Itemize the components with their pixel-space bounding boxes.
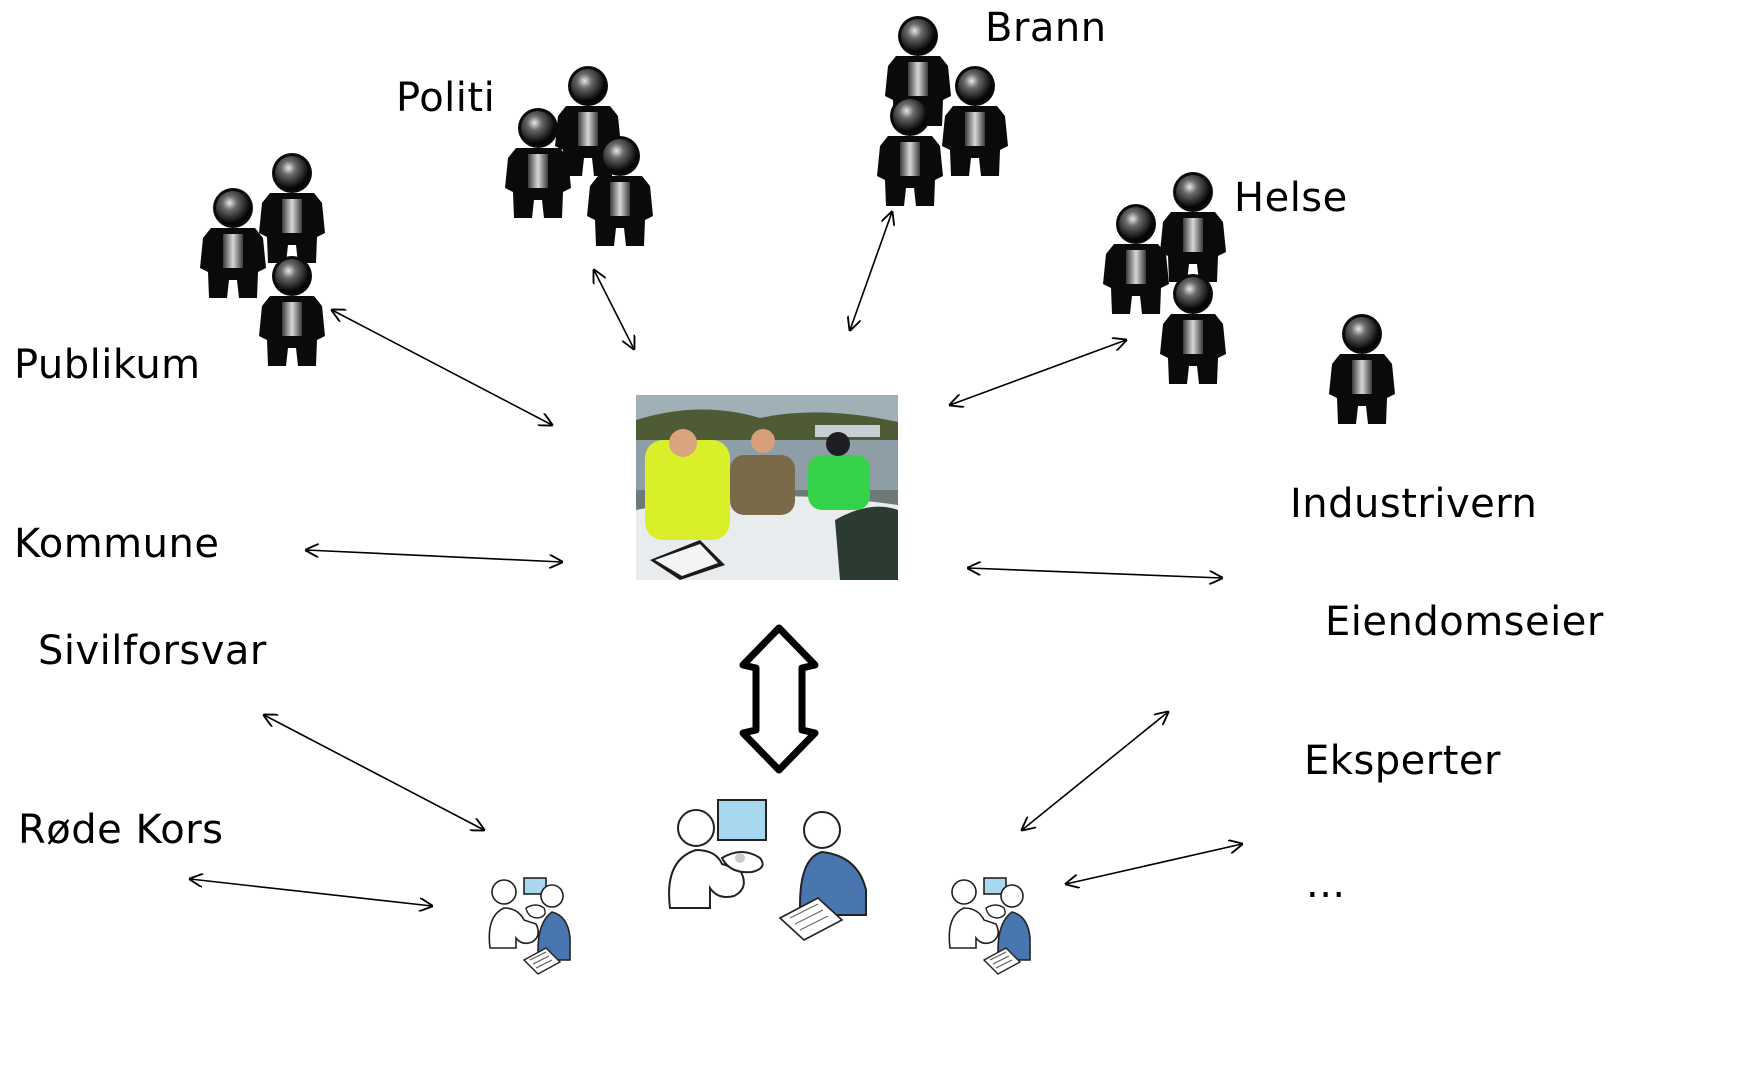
operations-team-icon bbox=[668, 799, 867, 941]
helse-group-icon bbox=[1103, 172, 1226, 384]
kommune-connector bbox=[306, 550, 562, 562]
double-arrow-icon bbox=[739, 624, 819, 774]
operations-team-small-icon bbox=[488, 877, 571, 975]
label-rode-kors: Røde Kors bbox=[18, 807, 224, 853]
helse-connector bbox=[950, 340, 1126, 405]
label-publikum: Publikum bbox=[14, 342, 201, 388]
label-brann: Brann bbox=[985, 5, 1107, 51]
label-more: ... bbox=[1306, 861, 1346, 907]
sivilforsvar-connector bbox=[264, 715, 484, 830]
person-silhouette-icon bbox=[942, 66, 1008, 176]
eiendomseier-connector bbox=[968, 568, 1222, 578]
label-eiendomseier: Eiendomseier bbox=[1325, 599, 1604, 645]
rode-kors-connector bbox=[190, 879, 432, 906]
industrivern-connector bbox=[1022, 712, 1168, 830]
label-industrivern: Industrivern bbox=[1290, 481, 1538, 527]
person-silhouette-icon bbox=[1160, 274, 1226, 384]
label-eksperter: Eksperter bbox=[1304, 738, 1501, 784]
field-command-photo bbox=[636, 395, 898, 580]
publikum-group-icon bbox=[200, 153, 325, 366]
industrivern-person-icon bbox=[1329, 314, 1395, 424]
person-silhouette-icon bbox=[259, 153, 325, 263]
politi-group-icon bbox=[505, 66, 653, 246]
eksperter-connector bbox=[1066, 844, 1242, 884]
politi-connector bbox=[594, 270, 634, 349]
person-silhouette-icon bbox=[259, 256, 325, 366]
person-silhouette-icon bbox=[200, 188, 266, 298]
person-silhouette-icon bbox=[1160, 172, 1226, 282]
label-politi: Politi bbox=[396, 75, 496, 121]
operations-team-small-icon bbox=[948, 877, 1031, 975]
connector-lines bbox=[190, 212, 1242, 906]
label-helse: Helse bbox=[1234, 175, 1348, 221]
brann-connector bbox=[850, 212, 892, 330]
publikum-connector bbox=[332, 310, 552, 425]
person-silhouette-icon bbox=[1103, 204, 1169, 314]
label-sivilforsvar: Sivilforsvar bbox=[38, 628, 267, 674]
person-silhouette-icon bbox=[1329, 314, 1395, 424]
label-kommune: Kommune bbox=[14, 521, 220, 567]
